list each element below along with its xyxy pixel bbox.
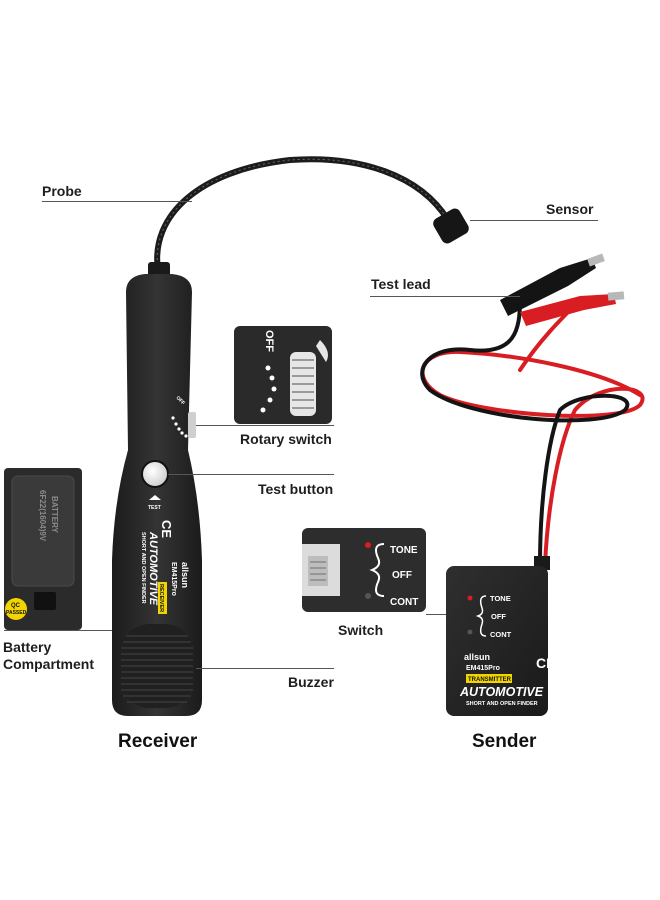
- receiver-brand: allsun: [180, 562, 190, 588]
- sender-subtitle: SHORT AND OPEN FINDER: [466, 701, 538, 707]
- switch-inset: TONE OFF CONT: [302, 528, 426, 612]
- sender-badge: [466, 674, 512, 683]
- test-lead-wires: [420, 298, 645, 567]
- switch-inset-tone: TONE: [390, 545, 418, 556]
- sender-body: TONE OFF CONT allsun EM415Pro CE TRANSMI…: [446, 556, 555, 716]
- receiver-rotary-dots: [171, 416, 188, 438]
- test-arrow-icon: [149, 495, 161, 500]
- sensor-label: Sensor: [546, 201, 594, 217]
- receiver-off-mark: OFF: [175, 395, 186, 406]
- switch-inset-led: [365, 593, 371, 599]
- qc-line1: QC: [11, 603, 21, 609]
- receiver-badge: [158, 582, 167, 614]
- probe-gooseneck: [154, 156, 469, 273]
- receiver-buzzer-grille: [120, 624, 194, 708]
- test-lead-leader-line: [370, 296, 520, 297]
- sender-red-led: [467, 595, 473, 601]
- sender-led: [467, 629, 473, 635]
- buzzer-leader-line: [196, 668, 334, 669]
- switch-inset-off: OFF: [392, 570, 412, 581]
- battery-leader-line: [4, 630, 112, 631]
- receiver-model: EM415Pro: [170, 562, 177, 596]
- sender-caption: Sender: [472, 731, 537, 752]
- probe-leader-line: [42, 201, 192, 202]
- rotary-switch-label: Rotary switch: [240, 431, 332, 447]
- probe-label: Probe: [42, 183, 82, 199]
- receiver-title: AUTOMOTIVE: [147, 531, 159, 606]
- sender-model: EM415Pro: [466, 665, 500, 672]
- switch-inset-cont: CONT: [390, 597, 418, 608]
- receiver-rotary-wheel: [188, 412, 196, 438]
- switch-leader-line: [426, 614, 446, 615]
- switch-inset-red-led: [365, 542, 371, 548]
- sender-ce-mark: CE: [536, 655, 555, 671]
- red-alligator-clip: [520, 291, 625, 326]
- rotary-switch-inset: OFF: [234, 326, 332, 424]
- sender-brand: allsun: [464, 652, 490, 662]
- battery-compartment-panel: BATTERY 6F22(1604)9V QC PASSED: [4, 468, 82, 630]
- receiver-caption: Receiver: [118, 731, 198, 752]
- sender-off: OFF: [491, 612, 506, 621]
- test-lead-label: Test lead: [371, 276, 431, 292]
- battery-label-line2: Compartment: [3, 656, 95, 672]
- test-button-leader-line: [168, 474, 334, 475]
- sensor-leader-line: [470, 220, 598, 221]
- receiver-test-mark: TEST: [148, 505, 161, 511]
- receiver-ce-mark: CE: [159, 520, 174, 538]
- sender-badge-text: TRANSMITTER: [468, 677, 512, 683]
- buzzer-label: Buzzer: [288, 674, 334, 690]
- qc-line2: PASSED: [6, 610, 27, 616]
- battery-text-line1: BATTERY: [50, 496, 59, 534]
- test-button-label: Test button: [258, 481, 334, 497]
- battery-text-line2: 6F22(1604)9V: [38, 490, 47, 542]
- receiver-subtitle: SHORT AND OPEN FINDER: [140, 532, 146, 604]
- switch-label: Switch: [338, 622, 384, 638]
- receiver-body: [112, 262, 202, 716]
- receiver-test-button: [141, 460, 169, 488]
- battery-label-line1: Battery: [3, 639, 52, 655]
- receiver-badge-text: RECEIVER: [158, 584, 164, 612]
- black-alligator-clip: [500, 253, 605, 316]
- rotary-inset-off: OFF: [263, 330, 275, 352]
- sender-title: AUTOMOTIVE: [459, 685, 544, 699]
- qc-sticker: [5, 598, 27, 620]
- sender-tone: TONE: [490, 594, 511, 603]
- sender-cont: CONT: [490, 630, 512, 639]
- rotary-switch-leader-line: [196, 425, 334, 426]
